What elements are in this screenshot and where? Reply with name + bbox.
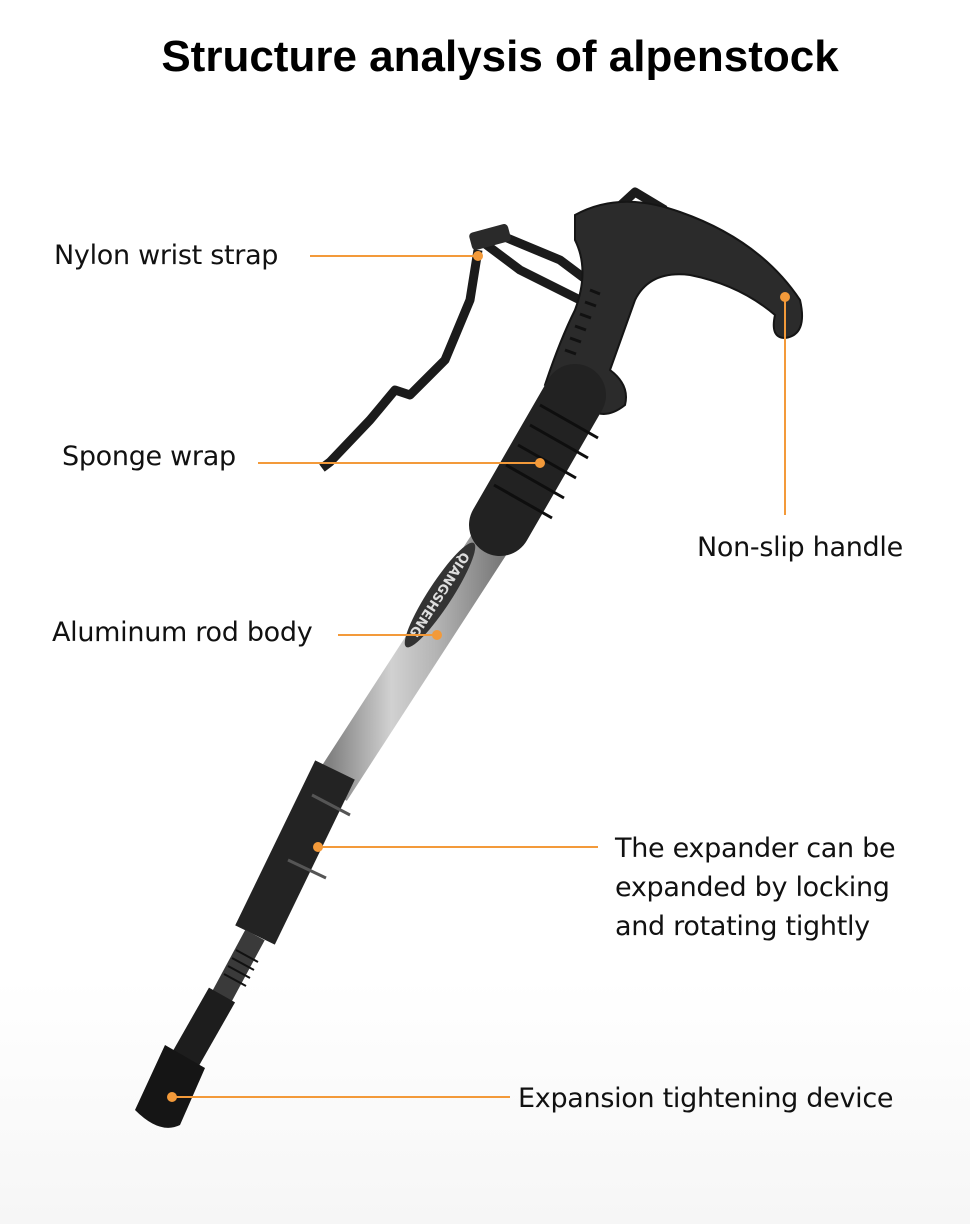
rubber-tip (135, 1045, 205, 1128)
label-aluminum-rod: Aluminum rod body (52, 617, 313, 648)
label-expander-line: expanded by locking (615, 872, 890, 903)
callout-lines (167, 251, 790, 1102)
label-wrist-strap: Nylon wrist strap (54, 240, 279, 271)
lower-rod (171, 987, 236, 1068)
strap-buckle (469, 224, 511, 250)
aluminum-rod (313, 509, 522, 801)
handle-grooves (564, 288, 601, 356)
sponge-rings (493, 403, 599, 520)
threaded-rod (210, 929, 265, 1006)
label-expander: The expander can be expanded by locking … (615, 829, 896, 946)
expander-sections (235, 760, 355, 945)
label-expander-line: The expander can be (615, 833, 896, 864)
label-non-slip-handle: Non-slip handle (697, 532, 903, 563)
non-slip-handle (543, 200, 804, 415)
label-sponge-wrap: Sponge wrap (62, 441, 236, 472)
page-title: Structure analysis of alpenstock (161, 32, 839, 81)
label-tightening-device: Expansion tightening device (518, 1083, 894, 1114)
label-expander-line: and rotating tightly (615, 911, 870, 942)
